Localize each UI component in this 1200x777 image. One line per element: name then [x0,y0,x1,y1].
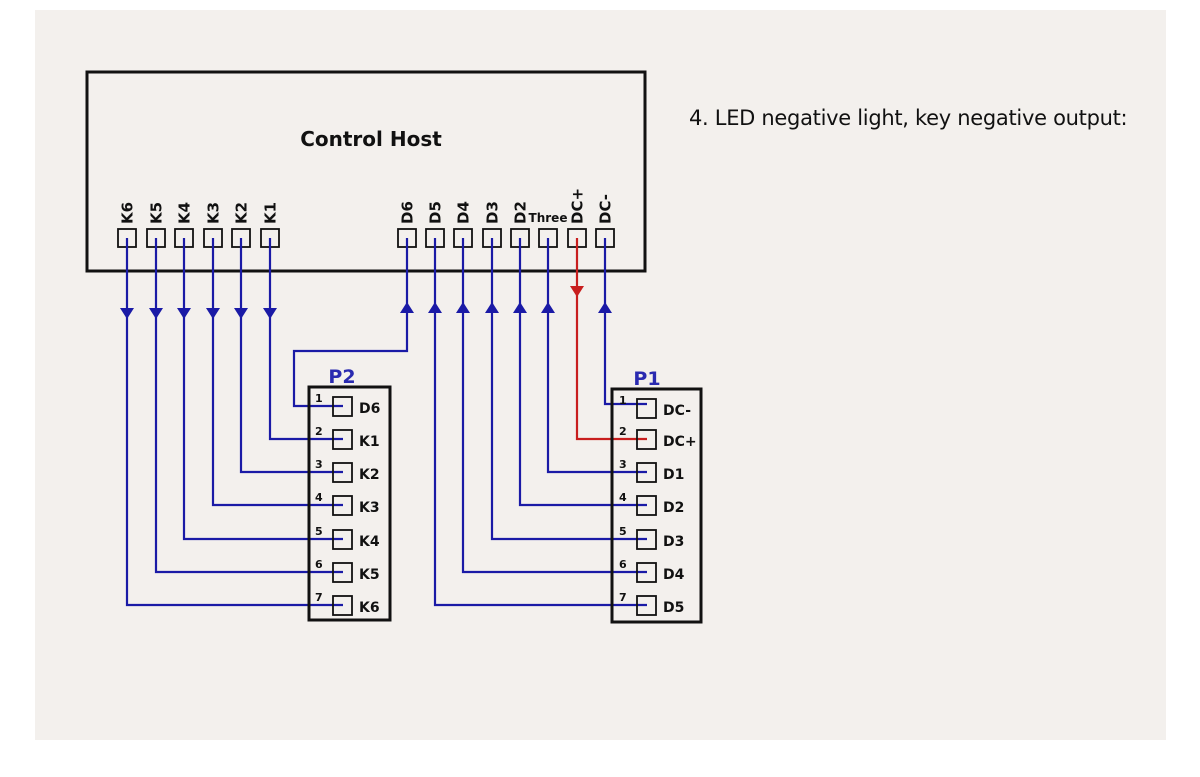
pin-number: 3 [619,458,627,471]
pin-number: 1 [315,392,323,405]
connector-label-p1: P1 [633,368,660,390]
connector-pin-p2 [332,462,353,483]
connector-p2 [307,385,392,622]
connector-pin-p2 [332,429,353,450]
connector-pin-p1 [636,462,657,483]
control-host-title: Control Host [300,127,442,151]
connector-pin-p2 [332,495,353,516]
connector-pin-p2 [332,595,353,616]
connector-pin-p1 [636,562,657,583]
pin-name: D1 [663,467,684,483]
host-terminal-label: K1 [262,202,280,224]
pin-name: D5 [663,600,684,616]
pin-name: D6 [359,401,380,417]
pin-number: 2 [315,425,323,438]
wire-Three [546,238,647,474]
connector-pin-p2 [332,396,353,417]
pin-name: D2 [663,500,684,516]
pin-name: D3 [663,534,684,550]
wire-D2 [518,238,647,507]
wire-D5 [433,238,647,607]
wire-K1 [268,238,343,441]
wire-K5 [154,238,343,574]
arrow-up-icon [541,302,555,313]
connector-p1 [610,387,703,624]
pin-name: K1 [359,434,380,450]
connector-pin-p1 [636,529,657,550]
wire-D4 [461,238,647,574]
pin-name: K2 [359,467,380,483]
connector-label-p2: P2 [328,366,355,388]
pin-number: 4 [315,491,323,504]
host-terminal-label: K5 [148,202,166,224]
pin-name: K5 [359,567,380,583]
arrow-down-icon [177,308,191,319]
arrow-up-icon [456,302,470,313]
pin-name: K4 [359,534,380,550]
pin-number: 7 [619,591,627,604]
host-terminal-label: D2 [512,201,530,224]
pin-number: 7 [315,591,323,604]
pin-number: 3 [315,458,323,471]
pin-number: 5 [315,525,323,538]
connector-pin-p2 [332,562,353,583]
host-terminal-label: DC- [597,194,615,224]
pin-number: 5 [619,525,627,538]
arrow-down-icon [263,308,277,319]
arrow-down-icon [120,308,134,319]
host-terminal-label: K2 [233,202,251,224]
arrow-up-icon [485,302,499,313]
host-terminal-label: K4 [176,202,194,224]
host-terminal-label: D4 [455,201,473,224]
wire-K6 [125,238,343,607]
connector-pin-p1 [636,495,657,516]
pin-number: 6 [619,558,627,571]
connector-pin-p1 [636,595,657,616]
wire-D3 [490,238,647,541]
pin-name: K3 [359,500,380,516]
arrow-up-icon [400,302,414,313]
wire-K2 [239,238,343,474]
arrow-down-icon [570,286,584,297]
host-terminal-label: D6 [399,201,417,224]
host-terminal-label: DC+ [569,188,587,224]
section-caption: 4. LED negative light, key negative outp… [689,106,1128,130]
connector-pin-p1 [636,429,657,450]
host-terminal-label: K6 [119,202,137,224]
wire-DC-minus [603,238,647,406]
pin-name: K6 [359,600,380,616]
wire-K4 [182,238,343,541]
connector-pin-p1 [636,398,657,419]
wire-K3 [211,238,343,507]
control-host-box [85,70,647,273]
host-terminal-label: D3 [484,201,502,224]
arrow-up-icon [598,302,612,313]
arrow-up-icon [513,302,527,313]
wire-DC-plus [575,238,647,441]
connector-pin-p2 [332,529,353,550]
pin-number: 2 [619,425,627,438]
diagram-panel [35,10,1166,740]
host-terminal-label: K3 [205,202,223,224]
arrow-down-icon [149,308,163,319]
pin-number: 1 [619,394,627,407]
arrow-down-icon [206,308,220,319]
arrow-up-icon [428,302,442,313]
pin-name: DC- [663,403,691,419]
pin-name: DC+ [663,434,697,450]
pin-number: 6 [315,558,323,571]
arrow-down-icon [234,308,248,319]
host-terminal-label: D5 [427,201,445,224]
pin-name: D4 [663,567,685,583]
host-terminal-label: Three [529,211,568,225]
pin-number: 4 [619,491,627,504]
